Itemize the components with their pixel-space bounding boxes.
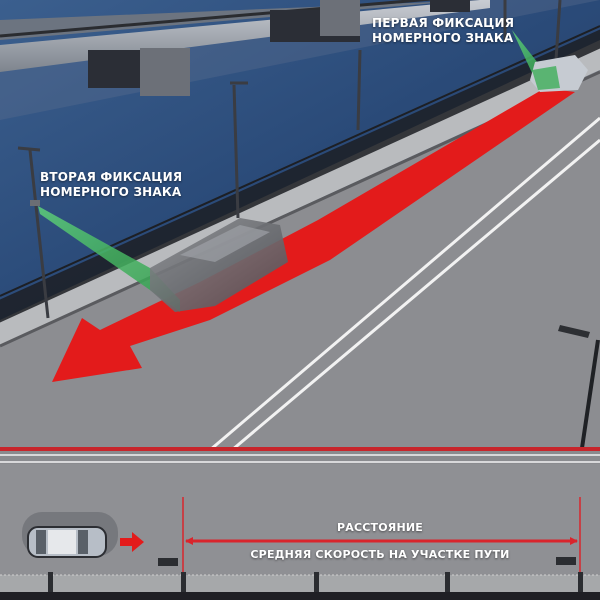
divider-red-line — [0, 447, 600, 451]
street-lamp-icon — [17, 0, 562, 319]
second-capture-line2: НОМЕРНОГО ЗНАКА — [40, 185, 182, 199]
first-capture-line1: ПЕРВАЯ ФИКСАЦИЯ — [372, 16, 515, 30]
direction-arrow-small — [120, 532, 144, 552]
camera-icon — [556, 557, 576, 565]
street-lamp-icon — [558, 325, 600, 449]
bridge — [0, 0, 600, 96]
average-speed-label: СРЕДНЯЯ СКОРОСТЬ НА УЧАСТКЕ ПУТИ — [250, 548, 510, 561]
lane-markings — [209, 116, 600, 452]
second-capture-line1: ВТОРАЯ ФИКСАЦИЯ — [40, 170, 183, 184]
distance-measure — [182, 497, 581, 575]
top-view-sidewalk — [0, 575, 600, 593]
second-capture-label: ВТОРАЯ ФИКСАЦИЯ НОМЕРНОГО ЗНАКА — [40, 170, 183, 200]
camera-icon — [30, 200, 180, 312]
car-far — [512, 30, 588, 92]
first-capture-line2: НОМЕРНОГО ЗНАКА — [372, 31, 514, 45]
first-capture-label: ПЕРВАЯ ФИКСАЦИЯ НОМЕРНОГО ЗНАКА — [372, 16, 515, 46]
camera-icon — [158, 558, 178, 566]
distance-label: РАССТОЯНИЕ — [337, 521, 423, 534]
car-near — [150, 218, 288, 312]
car-icon — [22, 512, 118, 558]
